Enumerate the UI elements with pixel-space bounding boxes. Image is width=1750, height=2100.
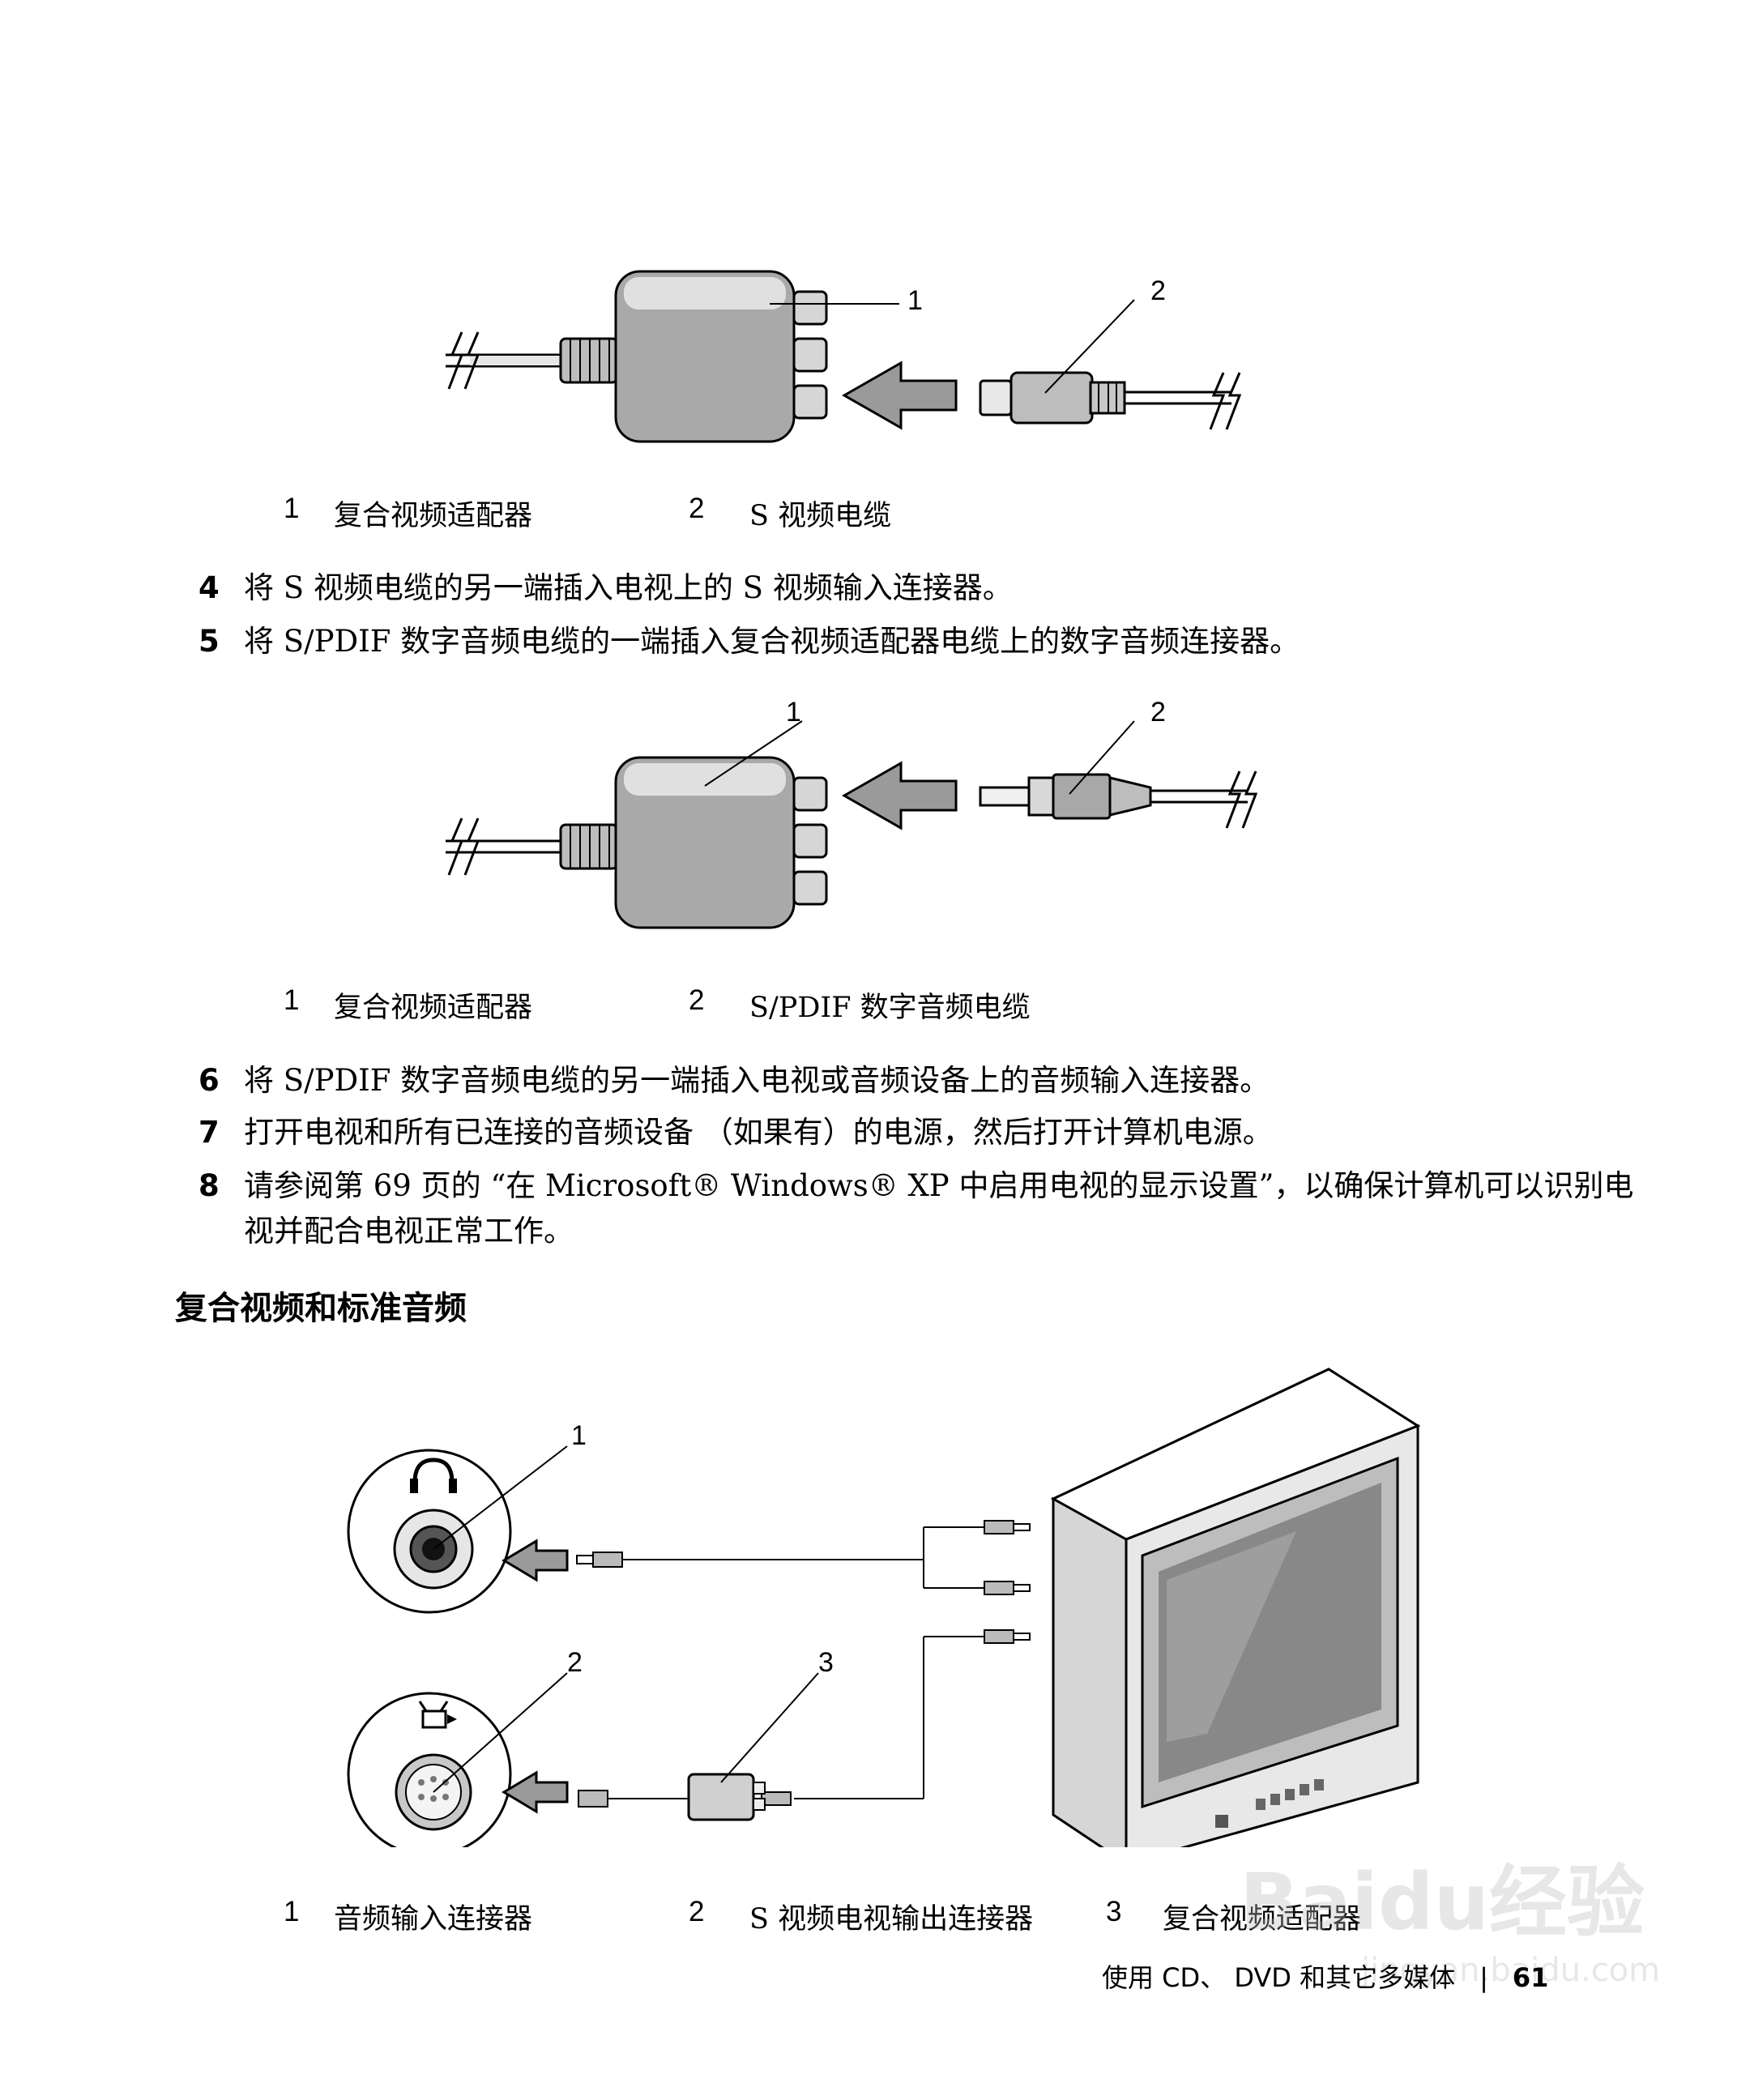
caption-text: S 视频电视输出连接器 bbox=[749, 1903, 1034, 1936]
caption-text: 复合视频适配器 bbox=[334, 500, 533, 532]
caption-number: 3 bbox=[1106, 1896, 1122, 1927]
step-number: 5 bbox=[198, 624, 220, 659]
watermark-url: jingyan.baidu.com bbox=[1361, 1952, 1661, 1989]
figure-adapter-svideo: 1 2 bbox=[421, 259, 1312, 470]
caption-number: 2 bbox=[689, 984, 705, 1016]
caption-number: 1 bbox=[284, 984, 300, 1016]
step-text: 打开电视和所有已连接的音频设备 （如果有）的电源，然后打开计算机电源。 bbox=[244, 1115, 1273, 1150]
figure-adapter-spdif-drawing: 1 2 bbox=[446, 697, 1258, 929]
caption-number: 2 bbox=[689, 493, 705, 524]
caption-number: 1 bbox=[284, 1896, 300, 1927]
figure-adapter-spdif: 1 2 bbox=[421, 697, 1312, 956]
step-text: 将 S/PDIF 数字音频电缆的一端插入复合视频适配器电缆上的数字音频连接器。 bbox=[244, 624, 1300, 659]
figure1-callout-2: 2 bbox=[1150, 275, 1166, 306]
caption-number: 1 bbox=[284, 493, 300, 524]
figure-adapter-svideo-drawing: 1 2 bbox=[446, 270, 1242, 443]
caption-text: S 视频电缆 bbox=[749, 500, 892, 532]
figure-composite-connection-drawing: 1 2 3 bbox=[347, 1368, 1421, 1866]
figure1-callout-1: 1 bbox=[907, 285, 923, 316]
step-text: 将 S 视频电缆的另一端插入电视上的 S 视频输入连接器。 bbox=[244, 570, 1013, 605]
watermark-brand: Baidu经验 bbox=[1240, 1857, 1645, 1948]
figure2-callout-1: 1 bbox=[786, 697, 801, 728]
caption-number: 2 bbox=[689, 1896, 705, 1927]
footer-divider: | bbox=[1479, 1962, 1488, 1993]
figure3-callout-1: 1 bbox=[571, 1420, 587, 1451]
step-number: 8 bbox=[198, 1168, 220, 1203]
caption-text: 音频输入连接器 bbox=[334, 1903, 533, 1936]
page-footer: 使用 CD、 DVD 和其它多媒体 | 61 bbox=[1102, 1957, 1548, 1995]
step-text: 请参阅第 69 页的 “在 Microsoft® Windows® XP 中启用… bbox=[244, 1168, 1634, 1248]
baidu-watermark: Baidu经验 jingyan.baidu.com bbox=[1240, 1839, 1660, 1989]
step-number: 6 bbox=[198, 1063, 220, 1098]
step-number: 7 bbox=[198, 1115, 220, 1150]
caption-text: 复合视频适配器 bbox=[334, 992, 533, 1024]
figure-composite-connection: 1 2 3 bbox=[324, 1361, 1442, 1866]
tv-out-icon bbox=[421, 1709, 447, 1729]
page-number: 61 bbox=[1512, 1962, 1549, 1993]
figure3-callout-2: 2 bbox=[567, 1647, 583, 1678]
caption-text: 复合视频适配器 bbox=[1163, 1903, 1362, 1936]
section-heading: 复合视频和标准音频 bbox=[175, 1290, 467, 1327]
figure3-callout-3: 3 bbox=[818, 1647, 834, 1678]
headphone-icon bbox=[412, 1458, 455, 1483]
caption-text: S/PDIF 数字音频电缆 bbox=[749, 992, 1031, 1024]
step-text: 将 S/PDIF 数字音频电缆的另一端插入电视或音频设备上的音频输入连接器。 bbox=[244, 1063, 1270, 1098]
step-number: 4 bbox=[198, 570, 220, 605]
figure2-callout-2: 2 bbox=[1150, 697, 1166, 728]
footer-chapter: 使用 CD、 DVD 和其它多媒体 bbox=[1102, 1962, 1456, 1993]
